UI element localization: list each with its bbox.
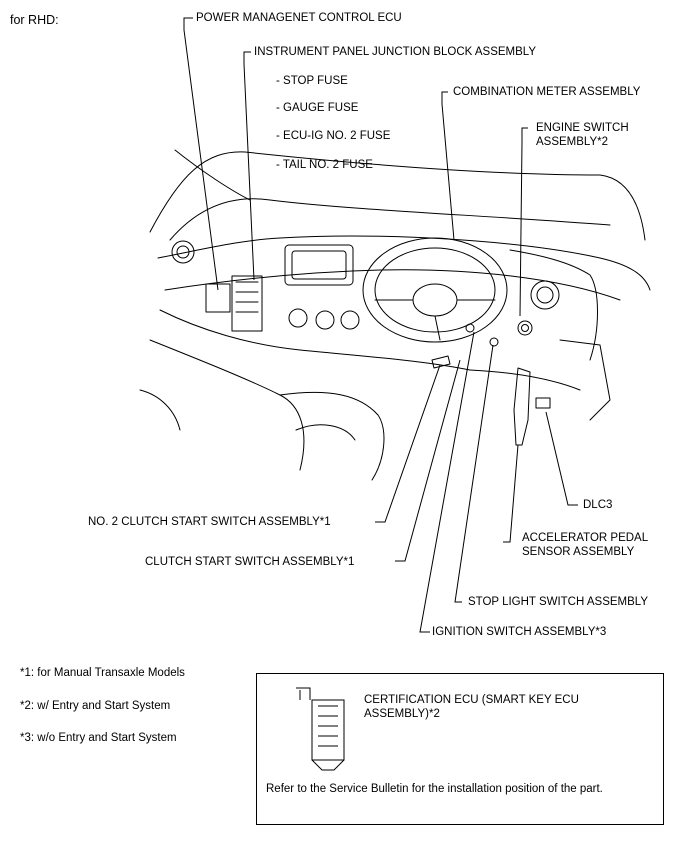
- label-clutch-start-switch: CLUTCH START SWITCH ASSEMBLY*1: [145, 556, 355, 568]
- label-engine-switch-line1: ENGINE SWITCH: [536, 122, 629, 134]
- inset-note: Refer to the Service Bulletin for the in…: [266, 783, 603, 795]
- certification-ecu-inset: [256, 673, 664, 825]
- label-fuse-tail: - TAIL NO. 2 FUSE: [276, 159, 373, 171]
- inset-title: CERTIFICATION ECU (SMART KEY ECU ASSEMBL…: [364, 694, 579, 720]
- label-accelerator-line2: SENSOR ASSEMBLY: [522, 546, 635, 558]
- footnote-2: *2: w/ Entry and Start System: [20, 700, 171, 712]
- label-engine-switch-line2: ASSEMBLY*2: [536, 136, 609, 148]
- label-accelerator-line1: ACCELERATOR PEDAL: [522, 532, 649, 544]
- label-fuse-gauge: - GAUGE FUSE: [276, 102, 359, 114]
- label-fuse-ecu-ig: - ECU-IG NO. 2 FUSE: [276, 130, 391, 142]
- footnote-1: *1: for Manual Transaxle Models: [20, 667, 185, 679]
- label-no2-clutch-start-switch: NO. 2 CLUTCH START SWITCH ASSEMBLY*1: [88, 516, 331, 528]
- label-stop-light-switch: STOP LIGHT SWITCH ASSEMBLY: [468, 596, 649, 608]
- label-ip-junction-block: INSTRUMENT PANEL JUNCTION BLOCK ASSEMBLY: [254, 46, 537, 58]
- label-fuse-stop: - STOP FUSE: [276, 75, 348, 87]
- label-dlc3: DLC3: [583, 499, 613, 511]
- label-power-management-ecu: POWER MANAGENET CONTROL ECU: [196, 12, 402, 24]
- page-title: for RHD:: [10, 13, 59, 27]
- footnote-3: *3: w/o Entry and Start System: [20, 732, 177, 744]
- label-combination-meter: COMBINATION METER ASSEMBLY: [453, 86, 641, 98]
- label-ignition-switch: IGNITION SWITCH ASSEMBLY*3: [432, 626, 607, 638]
